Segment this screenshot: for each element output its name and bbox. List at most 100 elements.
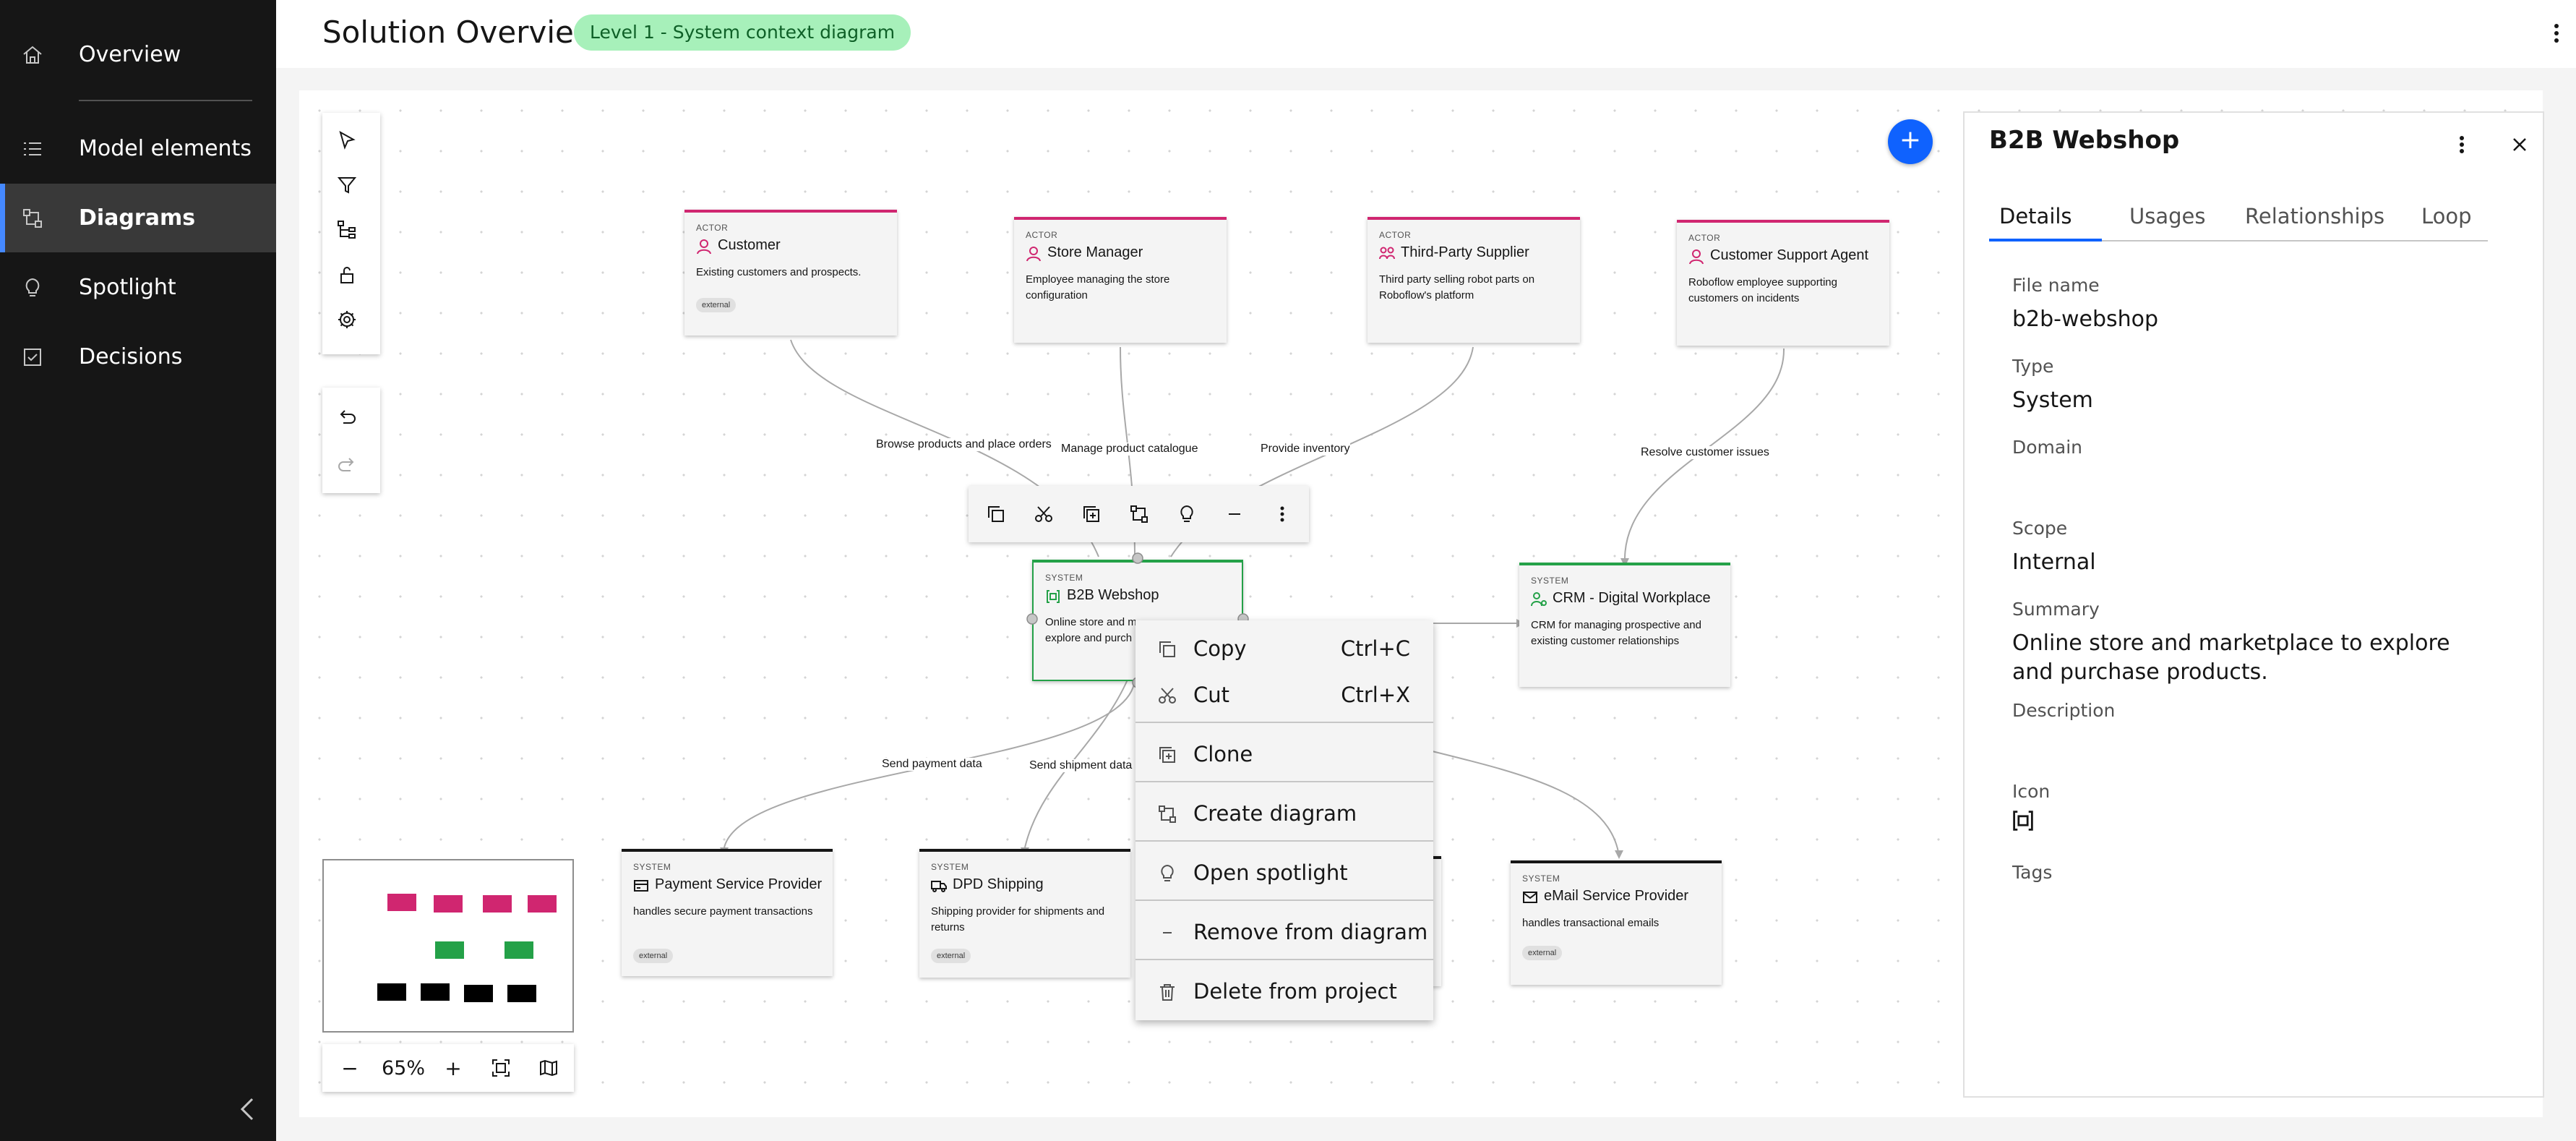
menu-item-delete-from-project[interactable]: Delete from project xyxy=(1135,963,1433,1018)
delivery-truck-icon xyxy=(931,881,947,892)
connector-label[interactable]: Resolve customer issues xyxy=(1641,446,1769,459)
menu-divider xyxy=(1135,722,1433,723)
description-value[interactable] xyxy=(2012,730,2475,759)
zoom-out-button[interactable]: − xyxy=(341,1056,359,1080)
connector-label[interactable]: Provide inventory xyxy=(1261,443,1350,456)
nav-item-decisions[interactable]: Decisions xyxy=(0,322,276,391)
create-diagram-icon xyxy=(1159,805,1176,823)
minimap-external xyxy=(421,983,450,1001)
node-description: handles secure payment transactions xyxy=(633,905,813,918)
overflow-menu-icon[interactable] xyxy=(2449,130,2475,159)
menu-item-remove-from-diagram[interactable]: Remove from diagram xyxy=(1135,904,1433,959)
overflow-menu-icon[interactable] xyxy=(2546,19,2567,48)
node-description: Shipping provider for shipments and retu… xyxy=(931,905,1105,933)
lightbulb-icon xyxy=(25,278,40,296)
domain-value[interactable] xyxy=(2012,467,2475,496)
tab-loop[interactable]: Loop xyxy=(2421,204,2472,228)
system-node-email-service-provider[interactable]: SYSTEM eMail Service Provider handles tr… xyxy=(1511,860,1722,985)
menu-item-create-diagram[interactable]: Create diagram xyxy=(1135,785,1433,840)
clone-icon xyxy=(1083,506,1099,522)
user-icon xyxy=(697,239,711,255)
home-icon xyxy=(23,46,42,64)
field-label: Summary xyxy=(2012,599,2100,620)
tab-details[interactable]: Details xyxy=(1989,194,2102,242)
node-title: Customer xyxy=(718,237,781,253)
menu-item-cut[interactable]: Cut Ctrl+X xyxy=(1135,667,1433,722)
summary-value[interactable]: Online store and marketplace to explore … xyxy=(2012,631,2450,685)
tab-relationships[interactable]: Relationships xyxy=(2245,204,2385,228)
actor-node-customer-support-agent[interactable]: ACTOR Customer Support Agent Roboflow em… xyxy=(1677,220,1889,346)
lock-button[interactable] xyxy=(328,256,366,294)
toolbar-cut-button[interactable] xyxy=(1025,495,1062,533)
connector-label[interactable]: Send payment data xyxy=(882,758,982,771)
file-name-value[interactable]: b2b-webshop xyxy=(2012,307,2159,332)
menu-item-copy[interactable]: Copy Ctrl+C xyxy=(1135,620,1433,675)
minimap[interactable] xyxy=(322,859,574,1033)
minus-icon xyxy=(1163,932,1172,933)
element-toolbar xyxy=(969,486,1309,542)
filter-icon xyxy=(337,177,357,194)
toolbar-more-button[interactable] xyxy=(1263,495,1301,533)
minimap-external xyxy=(464,985,493,1002)
fit-to-screen-button[interactable] xyxy=(477,1044,525,1092)
system-node-payment-service-provider[interactable]: SYSTEM Payment Service Provider handles … xyxy=(622,849,833,976)
sidebar: Overview Model elements Diagrams Spotlig… xyxy=(0,0,276,1141)
minimap-actor xyxy=(434,895,463,913)
trash-icon xyxy=(1160,984,1175,1001)
settings-button[interactable] xyxy=(328,301,366,338)
menu-item-shortcut: Ctrl+X xyxy=(1341,683,1410,707)
redo-button[interactable] xyxy=(328,445,366,483)
close-icon[interactable] xyxy=(2505,130,2534,159)
node-tag: external xyxy=(696,298,737,312)
zoom-in-button[interactable]: + xyxy=(445,1056,462,1080)
menu-divider xyxy=(1135,899,1433,901)
menu-item-label: Delete from project xyxy=(1193,979,1397,1004)
system-icon[interactable] xyxy=(2011,808,2035,833)
actor-node-store-manager[interactable]: ACTOR Store Manager Employee managing th… xyxy=(1014,217,1227,343)
system-node-dpd-shipping[interactable]: SYSTEM DPD Shipping Shipping provider fo… xyxy=(919,849,1130,978)
connector-label[interactable]: Manage product catalogue xyxy=(1061,443,1198,456)
field-label: Icon xyxy=(2012,781,2051,802)
node-title: Payment Service Provider xyxy=(655,876,823,892)
minimap-toggle-button[interactable] xyxy=(525,1044,572,1092)
tab-usages[interactable]: Usages xyxy=(2129,204,2206,228)
toolbar-remove-button[interactable] xyxy=(1216,495,1253,533)
menu-item-label: Open spotlight xyxy=(1193,860,1348,885)
scope-value[interactable]: Internal xyxy=(2012,550,2096,575)
node-title: eMail Service Provider xyxy=(1544,888,1689,904)
user-group-icon xyxy=(1379,247,1395,260)
toolbar-create-diagram-button[interactable] xyxy=(1120,495,1158,533)
filter-button[interactable] xyxy=(328,166,366,204)
select-tool-button[interactable] xyxy=(328,121,366,159)
nav-item-spotlight[interactable]: Spotlight xyxy=(0,253,276,322)
clone-icon xyxy=(1159,747,1175,763)
connector-label[interactable]: Send shipment data xyxy=(1029,759,1133,772)
toolbar-spotlight-button[interactable] xyxy=(1168,495,1206,533)
node-tag: external xyxy=(1522,946,1563,960)
system-node-crm-digital-workplace[interactable]: SYSTEM CRM - Digital Workplace CRM for m… xyxy=(1519,563,1730,687)
undo-button[interactable] xyxy=(328,398,366,435)
toolbar-copy-button[interactable] xyxy=(977,495,1015,533)
menu-divider xyxy=(1135,840,1433,842)
toolbar-clone-button[interactable] xyxy=(1073,495,1110,533)
nav-item-diagrams[interactable]: Diagrams xyxy=(0,184,276,252)
tree-button[interactable] xyxy=(328,211,366,249)
menu-item-clone[interactable]: Clone xyxy=(1135,726,1433,781)
connector-label[interactable]: Browse products and place orders xyxy=(876,438,1052,451)
menu-item-open-spotlight[interactable]: Open spotlight xyxy=(1135,845,1433,899)
minimap-system xyxy=(505,941,533,959)
actor-node-third-party-supplier[interactable]: ACTOR Third-Party Supplier Third party s… xyxy=(1368,217,1580,343)
field-label: File name xyxy=(2012,275,2100,296)
add-element-button[interactable]: + xyxy=(1888,119,1933,164)
actor-node-customer[interactable]: ACTOR Customer Existing customers and pr… xyxy=(684,210,897,336)
nav-item-model-elements[interactable]: Model elements xyxy=(0,114,276,183)
nav-label: Spotlight xyxy=(79,275,176,300)
field-label: Type xyxy=(2012,356,2054,377)
map-icon xyxy=(540,1059,557,1077)
type-value[interactable]: System xyxy=(2012,388,2093,413)
chevron-left-icon[interactable] xyxy=(233,1093,265,1125)
node-kind: SYSTEM xyxy=(931,862,969,872)
node-title: B2B Webshop xyxy=(1067,587,1159,603)
node-description: Online store and m explore and purch xyxy=(1045,616,1137,644)
nav-item-overview[interactable]: Overview xyxy=(0,20,276,89)
